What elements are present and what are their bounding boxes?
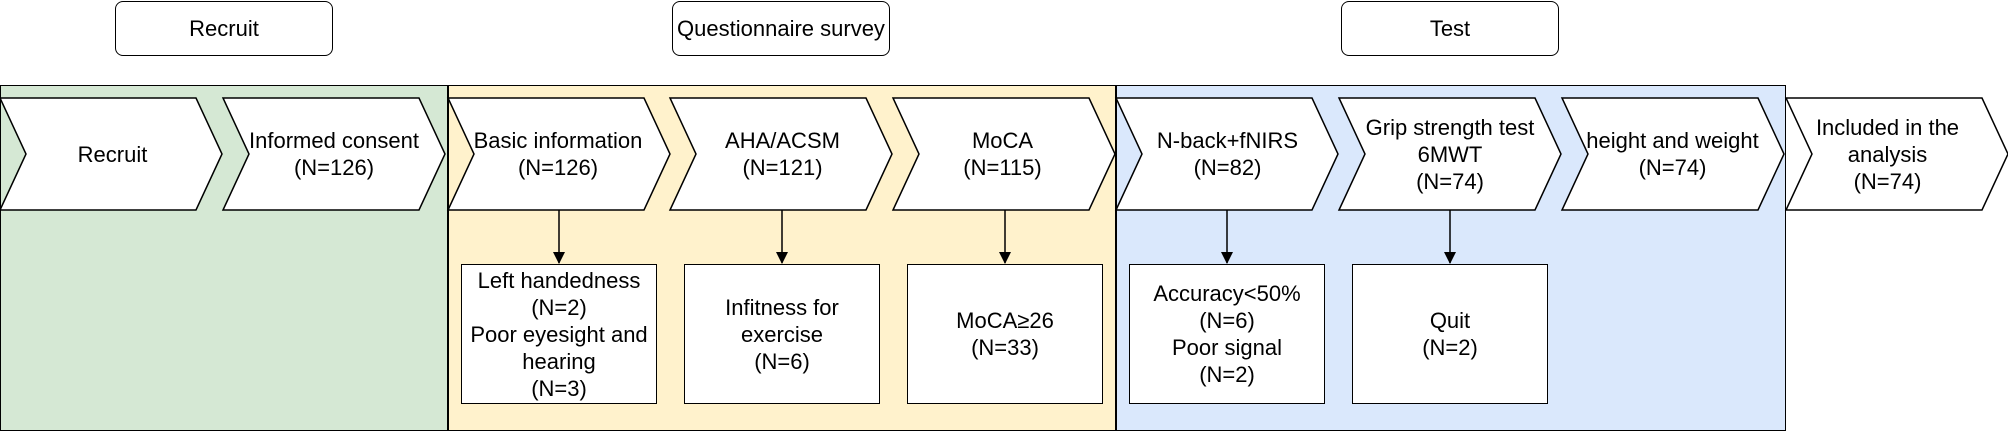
step-line: Grip strength test	[1365, 114, 1535, 140]
exclusion-line: Poor signal	[1171, 335, 1283, 360]
step-nback-fnirs: N-back+fNIRS (N=82)	[1140, 98, 1315, 210]
step-grip-strength: Grip strength test 6MWT (N=74)	[1355, 98, 1545, 210]
exclusion-line: Accuracy<50%	[1153, 281, 1301, 306]
exclusion-box-grip-strength: Quit (N=2)	[1352, 264, 1548, 404]
exclusion-line: (N=2)	[531, 294, 587, 320]
exclusion-box-aha-acsm: Infitness for exercise (N=6)	[684, 264, 880, 404]
phase-header-recruit: Recruit	[115, 1, 333, 56]
step-count: (N=82)	[1193, 155, 1262, 180]
exclusion-line: (N=6)	[1199, 308, 1255, 333]
step-aha-acsm: AHA/ACSM (N=121)	[700, 98, 865, 210]
step-recruit: Recruit	[30, 98, 195, 210]
step-height-weight: height and weight (N=74)	[1580, 98, 1765, 210]
step-line: Informed consent	[249, 128, 419, 153]
exclusion-box-basic-information: Left handedness (N=2) Poor eyesight and …	[461, 264, 657, 404]
step-line: analysis	[1847, 141, 1928, 167]
step-line: Basic information	[473, 128, 643, 153]
chevron-moca	[891, 97, 1116, 211]
exclusion-box-nback-fnirs: Accuracy<50% (N=6) Poor signal (N=2)	[1129, 264, 1325, 404]
step-line: AHA/ACSM	[725, 128, 840, 153]
step-count: (N=74)	[1638, 155, 1707, 180]
chevron-included-analysis	[1784, 97, 2008, 211]
step-count: (N=74)	[1853, 168, 1922, 194]
exclusion-line: exercise	[741, 321, 823, 347]
phase-header-questionnaire: Questionnaire survey	[672, 1, 890, 56]
step-moca: MoCA (N=115)	[920, 98, 1085, 210]
step-count: (N=126)	[293, 155, 375, 180]
exclusion-line: Left handedness	[477, 267, 641, 293]
exclusion-line: (N=3)	[531, 375, 587, 401]
exclusion-line: Poor eyesight and	[470, 321, 648, 347]
exclusion-line: (N=33)	[971, 335, 1039, 360]
step-line: Recruit	[77, 141, 148, 167]
phase-header-test: Test	[1341, 1, 1559, 56]
exclusion-box-moca: MoCA≥26 (N=33)	[907, 264, 1103, 404]
chevron-recruit	[0, 97, 223, 211]
step-line: Included in the	[1815, 114, 1960, 140]
step-count: (N=74)	[1416, 168, 1484, 194]
step-line: N-back+fNIRS	[1156, 128, 1299, 153]
step-informed-consent: Informed consent (N=126)	[244, 98, 424, 210]
exclusion-line: Infitness for	[725, 294, 839, 320]
exclusion-line: Quit	[1429, 308, 1471, 333]
exclusion-line: MoCA≥26	[956, 308, 1054, 333]
exclusion-line: (N=2)	[1199, 362, 1255, 387]
exclusion-line: hearing	[522, 348, 596, 374]
chevron-aha-acsm	[668, 97, 893, 211]
chevron-grip-strength	[1337, 97, 1562, 211]
step-count: (N=115)	[963, 155, 1042, 180]
chevron-nback-fnirs	[1114, 97, 1339, 211]
exclusion-line: (N=2)	[1422, 335, 1478, 360]
chevron-informed-consent	[221, 97, 446, 211]
chevron-height-weight	[1560, 97, 1785, 211]
exclusion-line: (N=6)	[754, 348, 810, 374]
step-basic-information: Basic information (N=126)	[463, 98, 653, 210]
step-line: MoCA	[971, 128, 1034, 153]
step-line: 6MWT	[1417, 141, 1483, 167]
step-included-analysis: Included in the analysis (N=74)	[1800, 98, 1975, 210]
step-line: height and weight	[1586, 128, 1759, 153]
step-count: (N=121)	[742, 155, 823, 180]
step-count: (N=126)	[517, 155, 599, 180]
chevron-basic-information	[446, 97, 671, 211]
